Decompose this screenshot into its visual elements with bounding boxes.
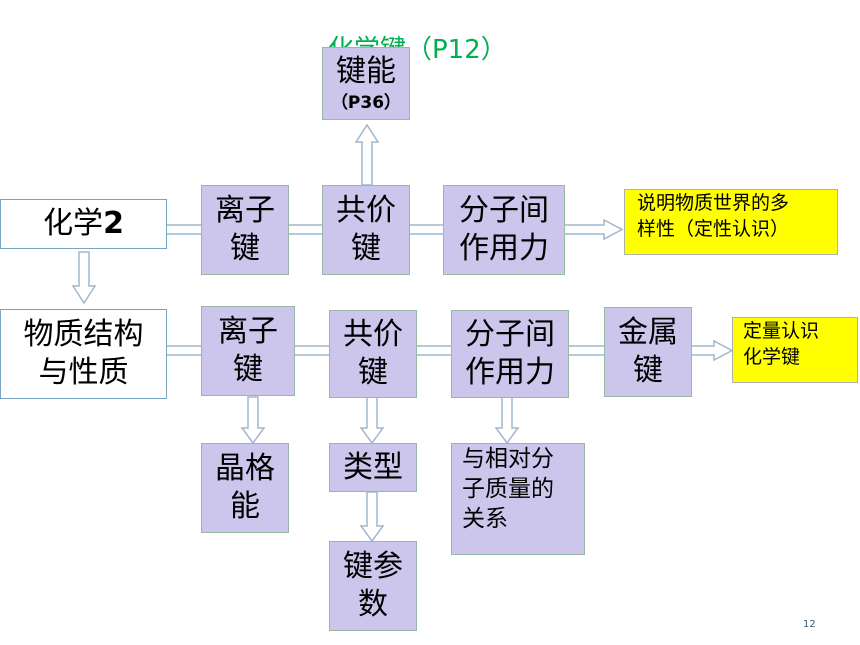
type-label: 类型 bbox=[343, 449, 403, 485]
page-number: 12 bbox=[803, 619, 816, 630]
row2-ionic-bond-line2: 键 bbox=[233, 352, 263, 387]
arrow-down-bond-params bbox=[359, 491, 385, 543]
bond-energy-page: （P36） bbox=[330, 92, 402, 113]
connector-row1-3 bbox=[407, 224, 445, 235]
row2-metallic-bond-line1: 金属 bbox=[618, 315, 678, 350]
arrow-to-note-row2 bbox=[689, 339, 734, 362]
lattice-energy-line2: 能 bbox=[230, 489, 260, 524]
row1-note-line1: 说明物质世界的多 bbox=[637, 192, 790, 214]
connector-row2-1 bbox=[165, 345, 203, 356]
arrow-to-note-row1 bbox=[563, 218, 624, 241]
bond-parameters-line2: 数 bbox=[358, 587, 388, 622]
row2-ionic-bond-box: 离子 键 bbox=[201, 306, 295, 396]
structure-properties-line2: 与性质 bbox=[38, 355, 129, 390]
row1-ionic-bond-line2: 键 bbox=[230, 231, 260, 266]
relation-line3: 关系 bbox=[462, 506, 508, 532]
row2-intermolecular-force-line2: 作用力 bbox=[465, 355, 555, 390]
relation-line1: 与相对分 bbox=[462, 446, 554, 472]
connector-row2-4 bbox=[567, 345, 607, 356]
row1-note-box: 说明物质世界的多 样性（定性认识） bbox=[624, 189, 838, 255]
arrow-down-lattice bbox=[240, 396, 266, 445]
arrow-down-row1-to-row2 bbox=[71, 251, 97, 305]
row2-covalent-bond-box: 共价 键 bbox=[329, 310, 417, 398]
row1-ionic-bond-box: 离子 键 bbox=[201, 185, 289, 275]
chemistry-2-number: 2 bbox=[103, 206, 124, 241]
connector-row2-3 bbox=[415, 345, 453, 356]
row1-intermolecular-force-line2: 作用力 bbox=[459, 231, 549, 266]
arrow-up-bond-energy bbox=[354, 123, 380, 186]
bond-parameters-box: 键参 数 bbox=[329, 541, 417, 631]
row1-covalent-bond-line1: 共价 bbox=[336, 193, 396, 228]
bond-energy-box: 键能 （P36） bbox=[322, 47, 410, 120]
lattice-energy-box: 晶格 能 bbox=[201, 443, 289, 533]
row1-ionic-bond-line1: 离子 bbox=[215, 193, 275, 228]
lattice-energy-line1: 晶格 bbox=[215, 451, 275, 486]
relation-line2: 子质量的 bbox=[462, 476, 554, 502]
type-box: 类型 bbox=[329, 443, 417, 492]
row2-note-box: 定量认识 化学键 bbox=[732, 317, 858, 383]
row2-metallic-bond-line2: 键 bbox=[633, 353, 663, 388]
connector-row1-2 bbox=[287, 224, 325, 235]
row2-note-line1: 定量认识 bbox=[743, 320, 820, 342]
row2-note-line2: 化学键 bbox=[743, 346, 801, 368]
molecular-mass-relation-box: 与相对分 子质量的 关系 bbox=[451, 443, 585, 555]
row2-ionic-bond-line1: 离子 bbox=[218, 314, 278, 349]
row2-covalent-bond-line2: 键 bbox=[358, 355, 388, 390]
row1-intermolecular-force-line1: 分子间 bbox=[459, 193, 549, 228]
row2-intermolecular-force-box: 分子间 作用力 bbox=[451, 310, 569, 398]
structure-properties-box: 物质结构 与性质 bbox=[0, 309, 167, 399]
row1-covalent-bond-box: 共价 键 bbox=[322, 185, 410, 275]
structure-properties-line1: 物质结构 bbox=[23, 317, 144, 352]
connector-row2-2 bbox=[293, 345, 331, 356]
row1-intermolecular-force-box: 分子间 作用力 bbox=[443, 185, 565, 275]
arrow-down-type bbox=[359, 396, 385, 445]
bond-energy-label: 键能 bbox=[336, 53, 396, 89]
arrow-down-relation bbox=[494, 396, 520, 445]
row2-metallic-bond-box: 金属 键 bbox=[604, 307, 692, 397]
row1-covalent-bond-line2: 键 bbox=[351, 231, 381, 266]
row2-intermolecular-force-line1: 分子间 bbox=[465, 317, 555, 352]
connector-row1-1 bbox=[165, 224, 203, 235]
row1-note-line2: 样性（定性认识） bbox=[637, 218, 790, 240]
row2-covalent-bond-line1: 共价 bbox=[343, 317, 403, 352]
chemistry-2-label: 化学 bbox=[43, 206, 104, 241]
bond-parameters-line1: 键参 bbox=[343, 549, 403, 584]
